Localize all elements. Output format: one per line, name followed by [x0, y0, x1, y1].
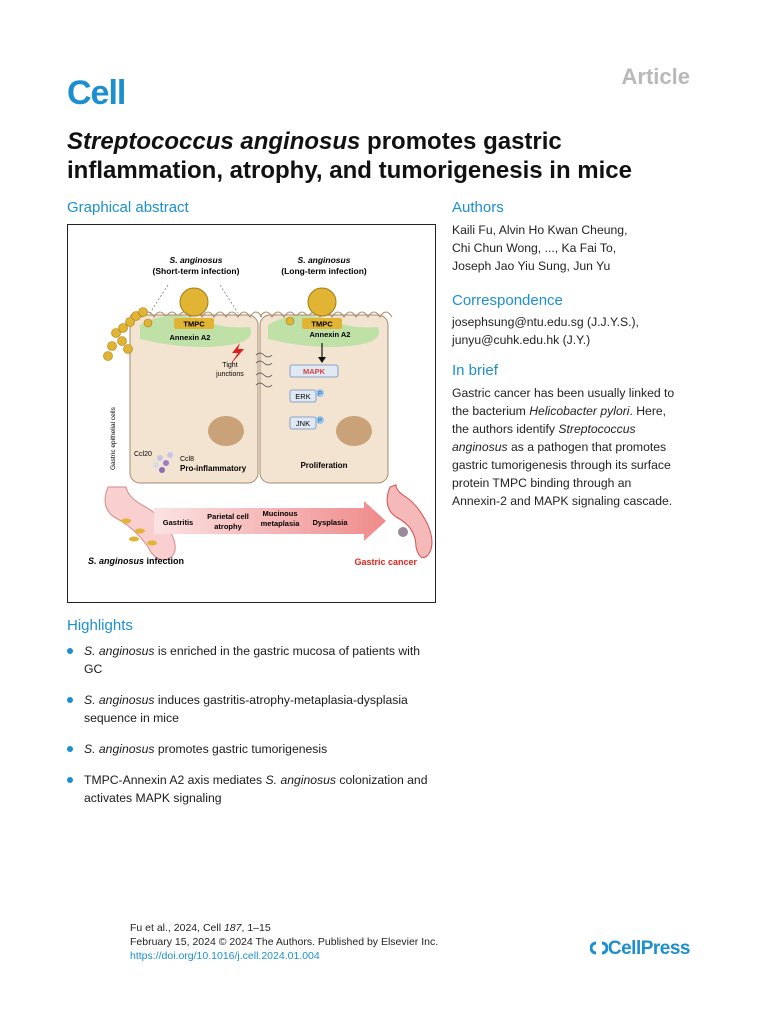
- correspondence-list: josephsung@ntu.edu.sg (J.J.Y.S.), junyu@…: [452, 313, 639, 349]
- tight-junction-label-1: Tight: [222, 362, 237, 369]
- cytokine-dots: [153, 452, 173, 473]
- annexin-right-label: Annexin A2: [310, 330, 351, 339]
- stage-gastritis: Gastritis: [163, 518, 193, 527]
- stage-mucinous-2: metaplasia: [261, 519, 301, 528]
- in-brief-line: the authors identify Streptococcus: [452, 422, 636, 436]
- title-rest: promotes gastric inflammation, atrophy, …: [67, 128, 632, 184]
- tmpc-right-label: TMPC: [311, 320, 333, 329]
- tight-junction-icon: [255, 352, 273, 388]
- erk-label: ERK: [295, 392, 310, 401]
- mapk-label: MAPK: [303, 367, 326, 376]
- tmpc-left-box: [174, 318, 214, 329]
- tumor-icon: [398, 527, 408, 537]
- stomach-healthy-icon: [104, 486, 176, 561]
- graphical-abstract-heading: Graphical abstract: [67, 199, 189, 216]
- doi-link[interactable]: https://doi.org/10.1016/j.cell.2024.01.0…: [130, 950, 320, 962]
- infection-label: S. anginosus infection: [88, 556, 184, 566]
- article-type-label: Article: [621, 64, 690, 89]
- cellpress-logo: CellPress: [589, 938, 691, 960]
- jnk-label: JNK: [296, 419, 310, 428]
- in-brief-line: gastric tumorigenesis through its surfac…: [452, 458, 671, 472]
- highlights-list: S. anginosus is enriched in the gastric …: [67, 642, 437, 820]
- graphical-abstract-figure: S. anginosus (Short-term infection) S. a…: [67, 224, 436, 603]
- highlight-item: TMPC-Annexin A2 axis mediates S. anginos…: [67, 771, 437, 807]
- tmpc-left-label: TMPC: [183, 320, 205, 329]
- long-term-sublabel: (Long-term infection): [281, 266, 367, 276]
- annexin-membrane-left: [140, 315, 252, 347]
- phospho-label: P: [318, 419, 322, 425]
- long-term-label: S. anginosus: [298, 255, 351, 265]
- in-brief-line: Annexin-2 and MAPK signaling cascade.: [452, 494, 673, 508]
- authors-list: Kaili Fu, Alvin Ho Kwan Cheung, Chi Chun…: [452, 221, 627, 275]
- bacterium-right: [307, 287, 337, 317]
- cellpress-label: CellPress: [607, 938, 691, 959]
- jnk-box: [289, 416, 317, 430]
- cellpress-logo-icon: [589, 941, 609, 955]
- publication-date: February 15, 2024 © 2024 The Authors. Pu…: [130, 936, 439, 948]
- article-title: Streptococcus anginosus promotes gastric…: [67, 127, 707, 185]
- nucleus-right: [336, 416, 372, 446]
- bullet-icon: [67, 746, 73, 752]
- short-term-sublabel: (Short-term infection): [153, 266, 240, 276]
- bullet-icon: [67, 697, 73, 703]
- erk-box: [289, 389, 317, 403]
- jnk-phospho-icon: [316, 416, 324, 424]
- bullet-icon: [67, 777, 73, 783]
- stage-mucinous-1: Mucinous: [263, 509, 298, 518]
- journal-logo: Cell: [67, 74, 126, 112]
- proliferation-label: Proliferation: [300, 461, 347, 470]
- annexin-left-label: Annexin A2: [170, 333, 211, 342]
- correspondence-heading: Correspondence: [452, 292, 563, 309]
- in-brief-line: anginosus as a pathogen that promotes: [452, 440, 667, 454]
- citation-footer: Fu et al., 2024, Cell 187, 1–15 February…: [130, 921, 438, 963]
- pro-inflammatory-label: Pro-inflammatory: [180, 464, 247, 473]
- stage-parietal-2: atrophy: [214, 522, 242, 531]
- correspondence-line-2[interactable]: junyu@cuhk.edu.hk (J.Y.): [452, 333, 591, 347]
- authors-line-2: Chi Chun Wong, ..., Ka Fai To,: [452, 241, 617, 255]
- in-brief-heading: In brief: [452, 362, 498, 379]
- short-term-label: S. anginosus: [170, 255, 223, 265]
- ccl8-label: Ccl8: [180, 456, 194, 463]
- graphical-abstract-diagram: S. anginosus (Short-term infection) S. a…: [88, 255, 433, 567]
- tight-junction-bolt-icon: [230, 343, 244, 365]
- correspondence-line-1[interactable]: josephsung@ntu.edu.sg (J.J.Y.S.),: [452, 315, 639, 329]
- in-brief-line: Gastric cancer has been usually linked t…: [452, 386, 675, 400]
- mapk-box: [289, 364, 339, 378]
- stage-dysplasia: Dysplasia: [312, 518, 348, 527]
- stomach-bacteria: [121, 518, 157, 546]
- epithelial-side-label: Gastric epithelial cells: [110, 406, 117, 470]
- bacteria-chain: [103, 307, 295, 361]
- stage-parietal-1: Parietal cell: [207, 512, 249, 521]
- highlight-item: S. anginosus promotes gastric tumorigene…: [67, 740, 437, 758]
- in-brief-line: the bacterium Helicobacter pylori. Here,: [452, 404, 667, 418]
- authors-line-3: Joseph Jao Yiu Sung, Jun Yu: [452, 259, 611, 273]
- progression-arrow: [154, 501, 386, 541]
- in-brief-line: protein TMPC binding through an: [452, 476, 632, 490]
- erk-phospho-icon: [316, 389, 324, 397]
- authors-line-1: Kaili Fu, Alvin Ho Kwan Cheung,: [452, 223, 628, 237]
- highlight-item: S. anginosus induces gastritis-atrophy-m…: [67, 691, 437, 727]
- stomach-cancer-icon: [386, 484, 433, 559]
- highlight-item: S. anginosus is enriched in the gastric …: [67, 642, 437, 678]
- bacterium-left: [179, 287, 209, 317]
- highlights-heading: Highlights: [67, 617, 133, 634]
- annexin-membrane-right: [268, 315, 380, 347]
- ccl20-label: Ccl20: [134, 451, 152, 458]
- bullet-icon: [67, 648, 73, 654]
- gastric-cancer-label: Gastric cancer: [354, 557, 417, 567]
- in-brief-text: Gastric cancer has been usually linked t…: [452, 384, 712, 510]
- title-italic: Streptococcus anginosus: [67, 128, 361, 155]
- phospho-label: P: [318, 392, 322, 398]
- nucleus-left: [208, 416, 244, 446]
- tmpc-right-box: [302, 318, 342, 329]
- citation-line: Fu et al., 2024, Cell 187, 1–15: [130, 922, 271, 934]
- authors-heading: Authors: [452, 199, 504, 216]
- tight-junction-label-2: junctions: [215, 371, 244, 378]
